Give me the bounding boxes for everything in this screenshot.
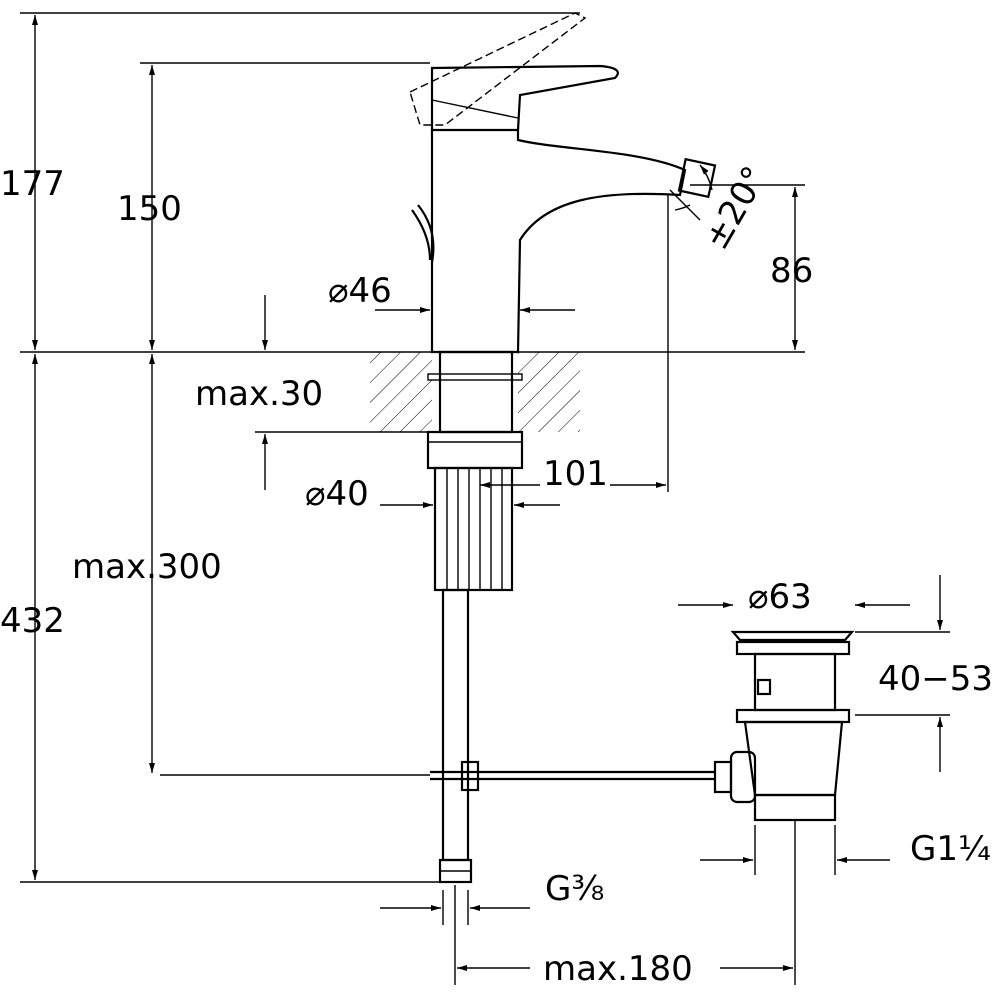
dimension-labels: 177 150 ⌀46 ±20° 86 max.30 101 ⌀40 max.3… — [0, 160, 993, 989]
label-max30: max.30 — [195, 374, 323, 414]
label-body-diameter: ⌀46 — [328, 271, 392, 311]
dimension-lines — [32, 14, 943, 971]
faucet-body — [409, 12, 717, 592]
label-86: 86 — [770, 251, 813, 291]
label-150: 150 — [117, 189, 182, 229]
label-g3-8: G⅜ — [545, 869, 604, 909]
supply-hose — [438, 588, 473, 884]
label-177: 177 — [0, 164, 65, 204]
label-40-53: 40−53 — [878, 659, 993, 699]
extension-lines — [20, 12, 950, 985]
counter-section — [370, 352, 580, 432]
label-g1-1-4: G1¼ — [910, 829, 991, 869]
label-max180: max.180 — [543, 949, 693, 989]
label-waste-diameter: ⌀63 — [748, 577, 812, 617]
label-shank-diameter: ⌀40 — [305, 474, 369, 514]
label-nozzle-angle: ±20° — [696, 160, 775, 257]
pop-up-rod — [430, 750, 757, 804]
pop-up-waste — [730, 630, 855, 822]
label-max300: max.300 — [72, 547, 222, 587]
label-432: 432 — [0, 601, 65, 641]
label-101: 101 — [543, 454, 608, 494]
